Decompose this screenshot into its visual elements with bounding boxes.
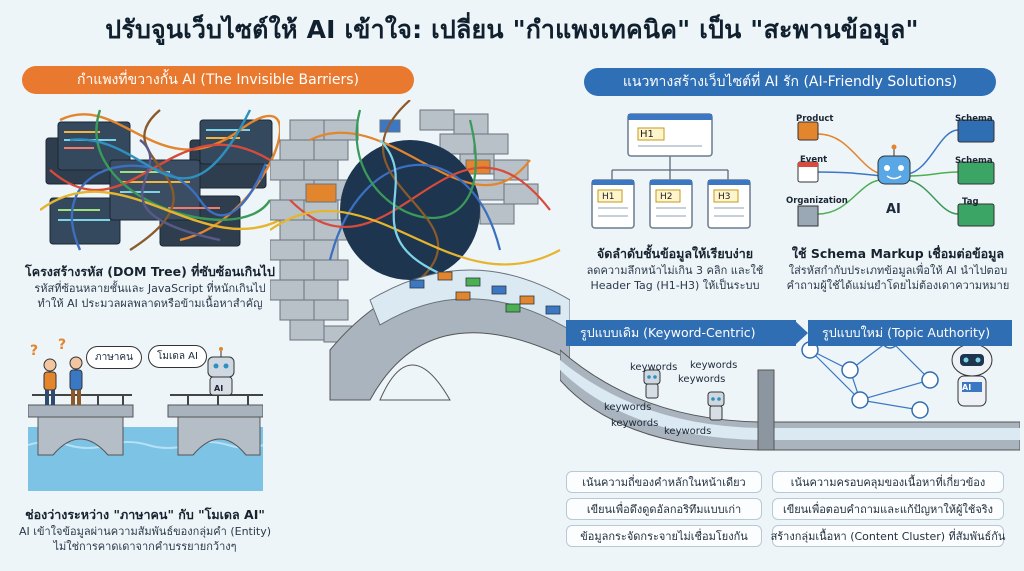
h-child-label: H1 [602, 192, 615, 202]
old-model-banner: รูปแบบเดิม (Keyword-Centric) [566, 320, 796, 346]
doc-icon [649, 179, 693, 229]
doc-icon [591, 179, 635, 229]
small-robot-icon [643, 369, 661, 399]
keyword-label: keywords [604, 402, 652, 413]
ai-robot-icon [877, 144, 911, 185]
gap-section-line2: ไม่ใช่การคาดเดาจากคำบรรยายกว้างๆ [53, 540, 237, 553]
new-model-banner: รูปแบบใหม่ (Topic Authority) [808, 320, 1012, 346]
schema-node-label: Schema [955, 156, 993, 166]
ai-speech-bubble: โมเดล AI [148, 345, 207, 368]
old-list-item: เน้นความถี่ของคำหลักในหน้าเดียว [566, 471, 762, 493]
schema-section-title: ใช้ Schema Markup เชื่อมต่อข้อมูล [791, 246, 1005, 261]
wall-to-bridge-illustration [270, 100, 570, 401]
h1-tag-label: H1 [640, 129, 654, 140]
left-section-header: กำแพงที่ขวางกั้น AI (The Invisible Barri… [22, 66, 414, 94]
doc-icon [707, 179, 751, 229]
banner-arrow-icon [794, 320, 808, 346]
h-child-label: H2 [660, 192, 673, 202]
header-section-line2: Header Tag (H1-H3) ให้เป็นระบบ [590, 279, 760, 292]
broken-bridge-illustration: ? ? [28, 337, 263, 491]
old-list-item: เขียนเพื่อดึงดูดอัลกอริทึมแบบเก่า [566, 498, 762, 520]
keyword-label: keywords [690, 360, 738, 371]
question-mark-icon: ? [58, 337, 66, 353]
keyword-label: keywords [664, 426, 712, 437]
human-speech-bubble: ภาษาคน [86, 346, 142, 369]
schema-node-label: Schema [955, 114, 993, 124]
robot-chest-label: AI [214, 384, 224, 393]
schema-node-label: Organization [786, 196, 848, 206]
new-list-item: เขียนเพื่อตอบคำถามและแก้ปัญหาให้ผู้ใช้จร… [772, 498, 1004, 520]
person-man [69, 356, 83, 405]
schema-network-diagram [797, 119, 995, 227]
small-robot-icon [707, 391, 725, 421]
keyword-label: keywords [630, 362, 678, 373]
robot-badge-label: AI [962, 383, 972, 392]
dom-section-title: โครงสร้างรหัส (DOM Tree) ที่ซับซ้อนเกินไ… [25, 264, 275, 279]
gap-section-title: ช่องว่างระหว่าง "ภาษาคน" กับ "โมเดล AI" [25, 507, 265, 522]
doc-icon [627, 113, 713, 157]
old-list-item: ข้อมูลกระจัดกระจายไม่เชื่อมโยงกัน [566, 525, 762, 547]
calendar-icon [797, 161, 819, 183]
new-list-item: เน้นความครอบคลุมของเนื้อหาที่เกี่ยวข้อง [772, 471, 1004, 493]
tangled-wires [40, 109, 280, 252]
gap-section-line1: AI เข้าใจข้อมูลผ่านความสัมพันธ์ของกลุ่มค… [18, 525, 272, 538]
building-icon [797, 205, 819, 227]
data-bridge [329, 269, 570, 401]
schema-box-icon [957, 119, 995, 227]
left-bridge-half [28, 394, 134, 456]
bridge-road [560, 331, 1020, 451]
header-section-title: จัดลำดับชั้นข้อมูลให้เรียบง่าย [596, 246, 754, 261]
header-hierarchy-diagram [591, 113, 751, 229]
keyword-label: keywords [678, 374, 726, 385]
schema-node-label: Product [796, 114, 834, 124]
robot-icon [207, 347, 235, 396]
code-window-stack [45, 119, 273, 247]
page-title: ปรับจูนเว็บไซต์ให้ AI เข้าใจ: เปลี่ยน "ก… [105, 15, 919, 44]
schema-section-line2: คำถามผู้ใช้ได้แม่นยำโดยไม่ต้องเดาความหมา… [786, 279, 1010, 292]
topic-network [809, 339, 932, 411]
dom-section-line1: รหัสที่ซ้อนหลายชั้นและ JavaScript ที่หนั… [34, 282, 266, 295]
schema-center-label: AI [886, 202, 901, 217]
schema-node-label: Event [800, 155, 828, 165]
right-section-header: แนวทางสร้างเว็บไซต์ที่ AI รัก (AI-Friend… [584, 68, 996, 96]
new-list-item: สร้างกลุ่มเนื้อหา (Content Cluster) ที่ส… [771, 525, 1005, 547]
right-bridge-half [167, 394, 263, 456]
person-woman [43, 358, 57, 405]
tangled-code-illustration [40, 109, 280, 252]
question-mark-icon: ? [30, 343, 38, 359]
schema-node-label: Tag [962, 197, 979, 207]
h-child-label: H3 [718, 192, 731, 202]
keyword-label: keywords [611, 418, 659, 429]
large-robot-icon [951, 343, 993, 407]
dom-section-line2: ทำให้ AI ประมวลผลพลาดหรือข้ามเนื้อหาสำคั… [37, 297, 263, 310]
header-section-line1: ลดความลึกหน้าไม่เกิน 3 คลิก และใช้ [586, 264, 764, 277]
product-icon [797, 121, 819, 141]
schema-section-line1: ใส่รหัสกำกับประเภทข้อมูลเพื่อให้ AI นำไป… [788, 264, 1008, 277]
divider-wall [757, 369, 775, 451]
